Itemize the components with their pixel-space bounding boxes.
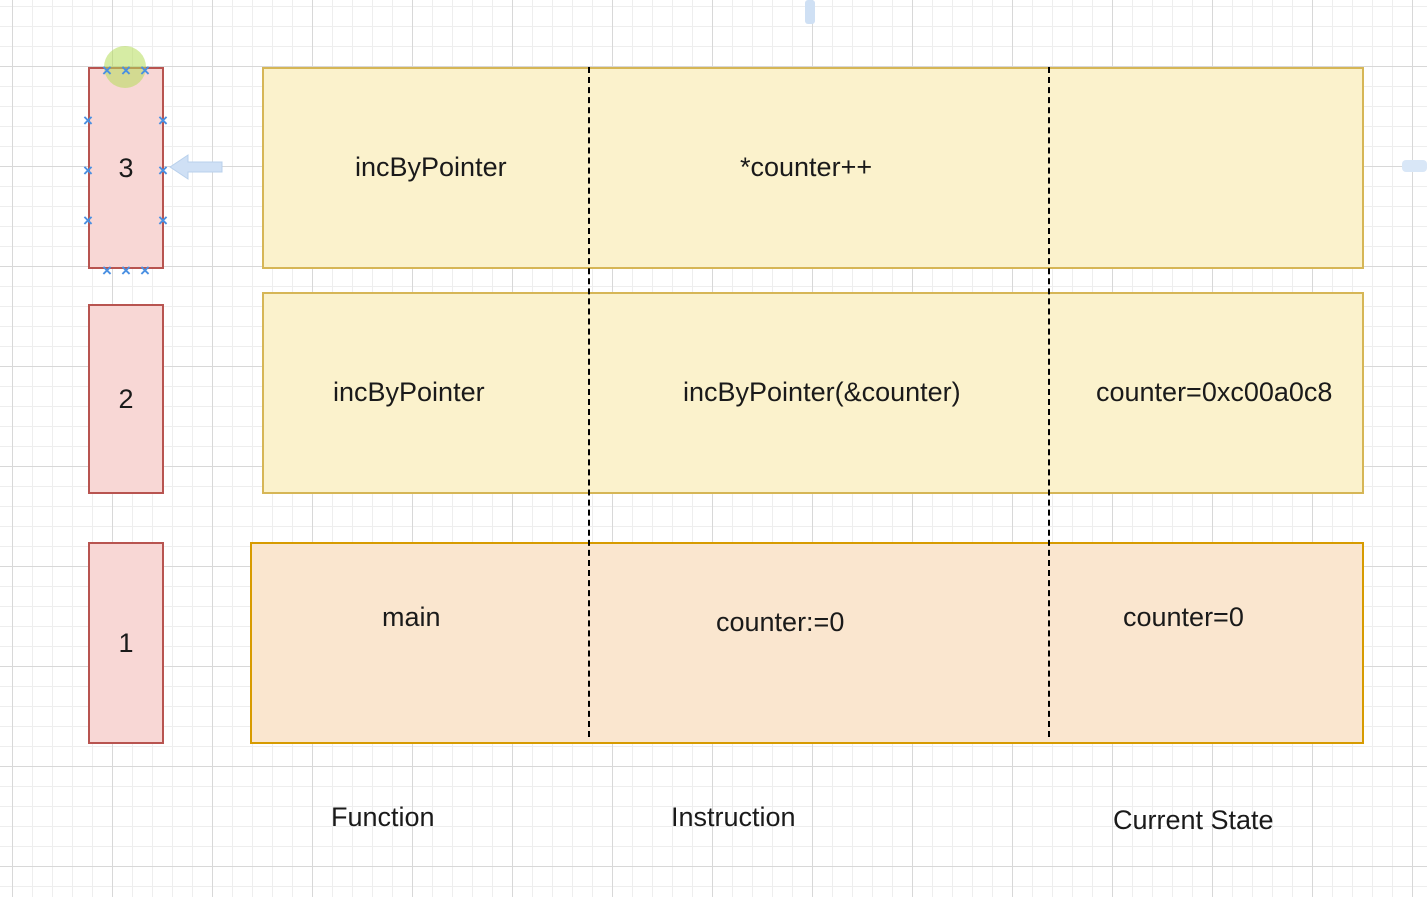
resize-handle-icon[interactable]: × xyxy=(102,261,112,280)
row-instruction-cell: incByPointer(&counter) xyxy=(683,377,961,407)
column-divider-instruction-state xyxy=(1048,67,1050,737)
arrow-left-icon[interactable] xyxy=(168,152,224,182)
row-state-cell: counter=0 xyxy=(1123,602,1244,632)
call-row-3[interactable] xyxy=(262,67,1364,269)
legend-function: Function xyxy=(331,802,435,832)
resize-handle-icon[interactable]: × xyxy=(83,211,93,230)
resize-handle-icon[interactable]: × xyxy=(121,61,131,80)
stack-frame-label: 2 xyxy=(118,383,134,414)
resize-handle-icon[interactable]: × xyxy=(158,211,168,230)
resize-handle-icon[interactable]: × xyxy=(158,161,168,180)
row-state-cell: counter=0xc00a0c8 xyxy=(1096,377,1333,407)
legend-current-state: Current State xyxy=(1113,805,1274,835)
call-row-2[interactable] xyxy=(262,292,1364,494)
row-instruction-cell: counter:=0 xyxy=(716,607,845,637)
row-function-cell: main xyxy=(382,602,441,632)
row-function-cell: incByPointer xyxy=(333,377,485,407)
resize-handle-icon[interactable]: × xyxy=(140,61,150,80)
resize-handle-icon[interactable]: × xyxy=(83,161,93,180)
legend-instruction: Instruction xyxy=(671,802,796,832)
canvas-connector-hint[interactable] xyxy=(1402,160,1427,172)
row-function-cell: incByPointer xyxy=(355,152,507,182)
stack-frame-label: 3 xyxy=(118,152,134,183)
stack-frame-3[interactable]: 3 xyxy=(88,67,164,269)
call-row-1[interactable] xyxy=(250,542,1364,744)
column-divider-function-instruction xyxy=(588,67,590,737)
resize-handle-icon[interactable]: × xyxy=(158,111,168,130)
hover-indicator xyxy=(104,46,146,88)
stack-frame-2[interactable]: 2 xyxy=(88,304,164,494)
stack-frame-label: 1 xyxy=(118,627,134,658)
canvas-drag-handle[interactable] xyxy=(805,0,815,24)
stack-frame-1[interactable]: 1 xyxy=(88,542,164,744)
resize-handle-icon[interactable]: × xyxy=(140,261,150,280)
row-instruction-cell: *counter++ xyxy=(740,152,873,182)
resize-handle-icon[interactable]: × xyxy=(102,61,112,80)
resize-handle-icon[interactable]: × xyxy=(121,261,131,280)
resize-handle-icon[interactable]: × xyxy=(83,111,93,130)
